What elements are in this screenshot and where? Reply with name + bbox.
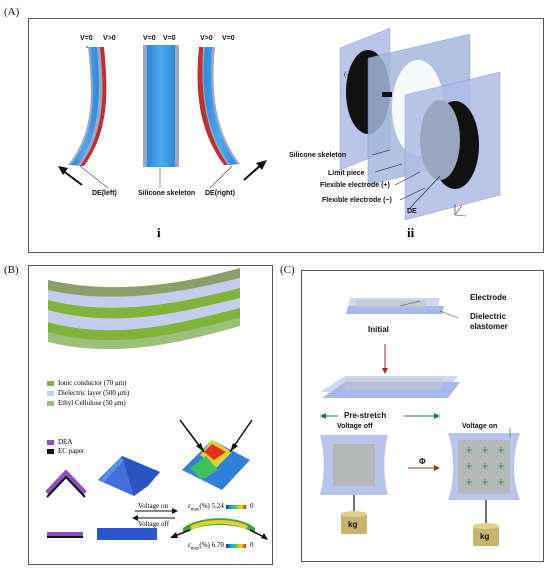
flex-electrode-plus-label: Flexible electrode (+) (320, 182, 390, 189)
weight-label-right: kg (480, 532, 490, 541)
panel-b-frame (28, 265, 273, 565)
exploded-skeleton-label: Silicone skeleton (289, 152, 347, 159)
voltage-off-label: Voltage off (138, 520, 170, 528)
epsilon-value-top: (%) 5.24 (199, 502, 224, 510)
epsilon-zero-bottom: 0 (250, 541, 254, 549)
strip-left (68, 46, 107, 166)
phi-label: Φ (419, 457, 426, 466)
minus-label: (-) (344, 72, 350, 78)
panel-a-frame (28, 18, 544, 253)
membrane-on (448, 428, 520, 546)
de-right-label: DE(right) (205, 190, 235, 197)
initial-sheet (346, 298, 444, 314)
epsilon-zero-top: 0 (250, 502, 254, 510)
legend-swatch-ec (47, 449, 54, 454)
limit-piece-label: Limit piece (328, 170, 365, 177)
colorbar-top (226, 505, 246, 509)
legend-ec-paper: EC paper (58, 447, 85, 455)
weight-label-left: kg (348, 520, 358, 529)
flex-electrode-minus-label: Flexible electrode (−) (322, 197, 392, 204)
voltage-label-5: V>0 (200, 35, 213, 42)
voltage-on-label: Voltage on (138, 502, 169, 510)
plus-label: (+) (350, 110, 358, 116)
de-label: DE (407, 208, 417, 215)
de-left-label: DE(left) (92, 190, 117, 197)
panel-c-tag: (C) (280, 264, 295, 276)
panel-b-tag: (B) (4, 264, 19, 276)
arrow-left (58, 166, 83, 186)
legend-ionic: Ionic conductor (70 μm) (58, 379, 127, 387)
epsilon-value-bottom: (%) 6.70 (199, 541, 224, 549)
arrow-right (243, 160, 267, 181)
strip-right (197, 47, 240, 165)
strip-middle (143, 45, 179, 167)
electrode-label: Electrode (470, 293, 507, 302)
voltage-label-6: V=0 (222, 35, 235, 42)
legend-dea: DEA (58, 438, 73, 446)
panel-a-tag: (A) (4, 6, 20, 18)
layer-stack (48, 268, 240, 350)
voltage-label-4: V=0 (163, 35, 176, 42)
dielectric-label-2: elastomer (470, 322, 508, 331)
chevron-small (45, 469, 87, 498)
legend-swatch-dielectric (47, 391, 54, 396)
initial-label: Initial (368, 325, 389, 334)
legend-swatch-ethyl (47, 401, 54, 406)
voltage-label-2: V>0 (103, 35, 116, 42)
membrane-off (320, 435, 388, 534)
panel-c-frame (301, 270, 544, 562)
heatmap-flat (170, 518, 268, 540)
subpanel-i-label: i (157, 225, 161, 240)
legend-swatch-dea (47, 440, 54, 445)
epsilon-label-top: εmax(%) 5.24 (188, 502, 224, 513)
dielectric-label-1: Dielectric (470, 312, 507, 321)
silicone-skeleton-label: Silicone skeleton (138, 190, 196, 197)
folded-actuator (98, 456, 160, 496)
colorbar-bottom (226, 544, 246, 548)
legend-swatch-ionic (47, 381, 54, 386)
subpanel-ii-label: ii (407, 225, 415, 240)
exploded-view (339, 27, 501, 221)
voltage-label-1: V=0 (80, 35, 93, 42)
epsilon-label-bottom: εmax(%) 6.70 (188, 541, 224, 552)
voltage-off-c-label: Voltage off (337, 423, 373, 430)
voltage-on-c-label: Voltage on (462, 423, 498, 430)
prestretch-sheet (320, 376, 460, 398)
heatmap-folded (179, 419, 253, 490)
legend-ethyl: Ethyl Cellulose (50 μm) (58, 399, 126, 407)
voltage-label-3: V=0 (143, 35, 156, 42)
prestretch-label: Pre-stretch (344, 411, 387, 420)
legend-dielectric: Dielectric layer (500 μm) (58, 389, 130, 397)
